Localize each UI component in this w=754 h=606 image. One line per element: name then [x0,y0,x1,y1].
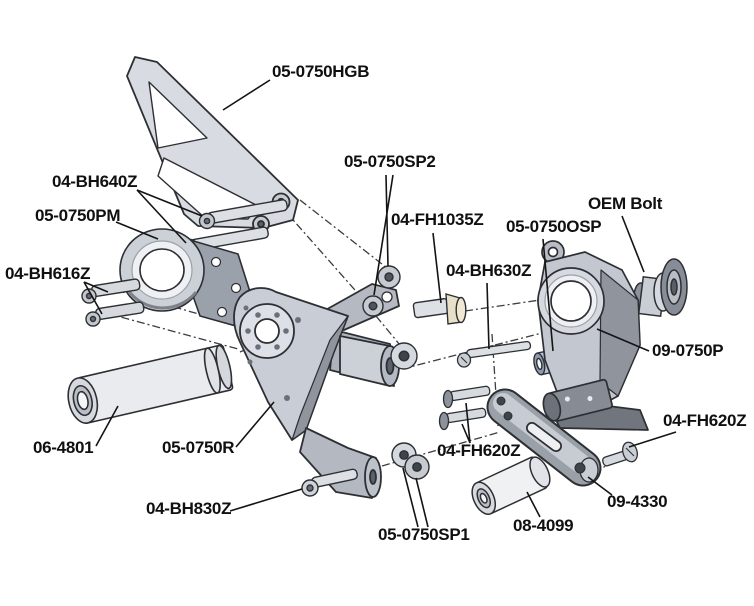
part-label-04-FH1035Z: 04-FH1035Z [391,210,484,229]
part-label-09-0750P: 09-0750P [652,341,724,360]
part-label-05-0750OSP: 05-0750OSP [506,217,602,236]
part-washers-05-0750SP1 [390,342,430,480]
part-label-oem-bolt: OEM Bolt [588,194,663,213]
part-label-04-BH630Z: 04-BH630Z [446,261,532,280]
part-spacer-08-4099 [471,456,551,515]
part-main-bracket-05-0750R [233,283,400,499]
leader-lines [83,79,677,528]
part-bolt-04-FH1035Z [412,293,467,325]
part-pivot-mount-05-0750PM [119,228,251,327]
part-bolt-04-BH630Z [456,340,532,368]
part-label-04-BH640Z: 04-BH640Z [52,172,138,191]
part-label-05-0750PM: 05-0750PM [35,206,121,225]
part-bolt-04-BH830Z [301,468,358,497]
part-spacers-05-0750SP2 [362,265,401,317]
part-label-05-0750HGB: 05-0750HGB [272,62,370,81]
part-label-05-0750R: 05-0750R [162,438,235,457]
part-heel-guard-05-0750HGB [126,56,299,233]
part-bracket-09-0750P [537,240,649,431]
part-label-08-4099: 08-4099 [513,516,574,535]
part-link-arm-09-4330 [486,388,602,487]
part-label-04-FH620Z-right: 04-FH620Z [663,411,747,430]
part-label-04-BH830Z: 04-BH830Z [146,499,232,518]
part-label-04-BH616Z: 04-BH616Z [5,264,91,283]
part-label-05-0750SP1: 05-0750SP1 [378,525,470,544]
part-label-06-4801: 06-4801 [33,438,94,457]
part-bolts-04-FH620Z-left [438,385,491,431]
part-tube-06-4801 [67,344,234,424]
part-bolts-04-BH616Z [81,278,145,327]
part-label-09-4330: 09-4330 [607,492,668,511]
part-label-05-0750SP2: 05-0750SP2 [344,152,436,171]
part-bolt-04-FH620Z-right [602,441,638,467]
part-label-04-FH620Z-left: 04-FH620Z [437,441,521,460]
